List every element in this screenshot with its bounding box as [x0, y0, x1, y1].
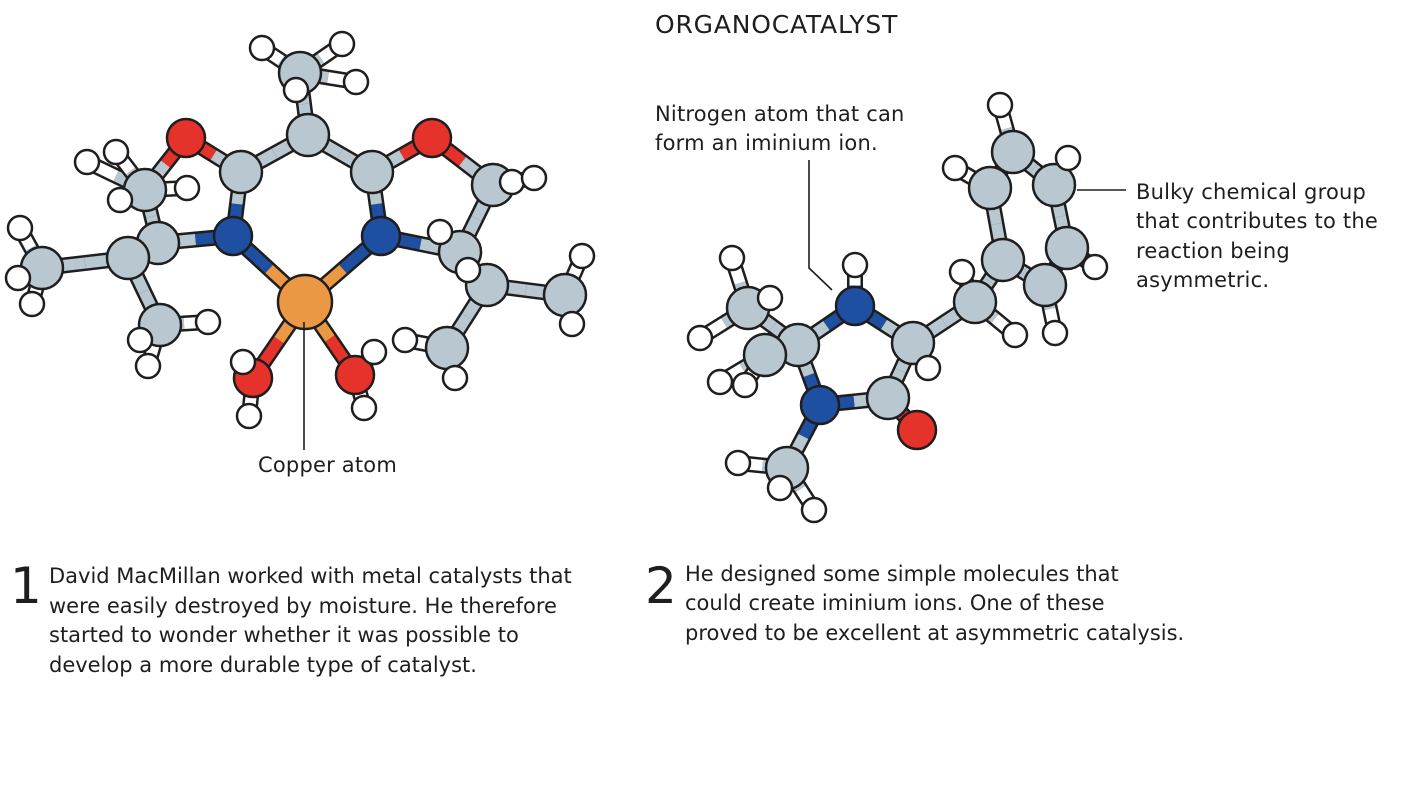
carbon-atom — [542, 272, 588, 318]
carbon-atom — [1031, 162, 1077, 208]
hydrogen-atom — [134, 352, 162, 380]
hydrogen-atom — [724, 449, 752, 477]
carbon-atom — [952, 279, 998, 325]
copper-atom-label: Copper atom — [258, 453, 397, 477]
carbon-atom — [890, 320, 936, 366]
step-1-line: started to wonder whether it was possibl… — [49, 623, 519, 647]
hydrogen-atom — [1001, 321, 1029, 349]
carbon-atom — [865, 375, 911, 421]
nitrogen-atom — [360, 215, 402, 257]
hydrogen-atom — [756, 284, 784, 312]
atoms — [686, 91, 1109, 524]
step-1-line: David MacMillan worked with metal cataly… — [49, 564, 572, 588]
hydrogen-atom — [948, 258, 976, 286]
hydrogen-atom — [126, 326, 154, 354]
nitrogen-label-line: form an iminium ion. — [655, 131, 878, 155]
carbon-atom — [424, 325, 470, 371]
hydrogen-atom — [941, 154, 969, 182]
step-2-text: He designed some simple molecules that c… — [685, 562, 1184, 645]
hydrogen-atom — [731, 371, 759, 399]
step-2-number: 2 — [645, 557, 677, 615]
carbon-atom — [967, 165, 1013, 211]
hydrogen-atom — [766, 474, 794, 502]
hydrogen-atom — [914, 354, 942, 382]
step-2-line: could create iminium ions. One of these — [685, 591, 1105, 615]
hydrogen-atom — [342, 68, 370, 96]
hydrogen-atom — [6, 214, 34, 242]
step-1-text: David MacMillan worked with metal cataly… — [49, 564, 578, 677]
carbon-atom — [1044, 225, 1090, 271]
step-1-line: were easily destroyed by moisture. He th… — [49, 594, 557, 618]
nitrogen-atom — [834, 285, 876, 327]
bulky-label-line: asymmetric. — [1136, 268, 1269, 292]
hydrogen-atom — [102, 138, 130, 166]
hydrogen-atom — [441, 364, 469, 392]
hydrogen-atom — [282, 76, 310, 104]
hydrogen-atom — [718, 244, 746, 272]
hydrogen-atom — [360, 338, 388, 366]
hydrogen-atom — [686, 324, 714, 352]
hydrogen-atom — [558, 310, 586, 338]
hydrogen-atom — [235, 402, 263, 430]
oxygen-atom — [165, 117, 207, 159]
hydrogen-atom — [4, 264, 32, 292]
hydrogen-atom — [1041, 319, 1069, 347]
hydrogen-atom — [841, 251, 869, 279]
bulky-label-line: that contributes to the — [1136, 209, 1378, 233]
carbon-atom — [218, 149, 264, 195]
nitrogen-callout-line — [808, 160, 833, 291]
hydrogen-atom — [1081, 253, 1109, 281]
oxygen-atom — [411, 117, 453, 159]
hydrogen-atom — [73, 148, 101, 176]
carbon-atom — [990, 129, 1036, 175]
carbon-atom — [980, 237, 1026, 283]
carbon-atom — [285, 112, 331, 158]
hydrogen-atom — [173, 174, 201, 202]
copper-atom — [276, 273, 334, 331]
oxygen-atom — [896, 409, 938, 451]
organocatalyst-molecule — [686, 91, 1109, 524]
hydrogen-atom — [498, 168, 526, 196]
hydrogen-atom — [520, 164, 548, 192]
nitrogen-atom — [799, 384, 841, 426]
metal-catalyst-molecule — [4, 30, 596, 430]
step-2-line: proved to be excellent at asymmetric cat… — [685, 621, 1184, 645]
step-1-line: develop a more durable type of catalyst. — [49, 653, 477, 677]
hydrogen-atom — [568, 242, 596, 270]
hydrogen-atom — [454, 256, 482, 284]
hydrogen-atom — [706, 368, 734, 396]
hydrogen-atom — [986, 91, 1014, 119]
nitrogen-atom — [212, 215, 254, 257]
hydrogen-atom — [328, 30, 356, 58]
bulky-label-line: Bulky chemical group — [1136, 180, 1366, 204]
hydrogen-atom — [229, 348, 257, 376]
hydrogen-atom — [18, 290, 46, 318]
bulky-label-line: reaction being — [1136, 239, 1290, 263]
hydrogen-atom — [426, 218, 454, 246]
hydrogen-atom — [248, 34, 276, 62]
carbon-atom — [105, 235, 151, 281]
carbon-atom — [1022, 262, 1068, 308]
hydrogen-atom — [350, 394, 378, 422]
step-2-line: He designed some simple molecules that — [685, 562, 1119, 586]
oxygen-atom — [334, 354, 376, 396]
nitrogen-label-line: Nitrogen atom that can — [655, 102, 905, 126]
step-1-number: 1 — [10, 557, 42, 615]
callout-lines — [303, 160, 1126, 450]
nitrogen-atom-label: Nitrogen atom that can form an iminium i… — [655, 102, 911, 155]
bulky-group-label: Bulky chemical group that contributes to… — [1136, 180, 1385, 292]
hydrogen-atom — [106, 186, 134, 214]
hydrogen-atom — [800, 496, 828, 524]
hydrogen-atom — [1054, 144, 1082, 172]
hydrogen-atom — [194, 308, 222, 336]
carbon-atom — [349, 149, 395, 195]
carbon-atom — [742, 332, 788, 378]
organocatalyst-title: ORGANOCATALYST — [655, 10, 898, 39]
hydrogen-atom — [391, 326, 419, 354]
atoms — [4, 30, 596, 430]
